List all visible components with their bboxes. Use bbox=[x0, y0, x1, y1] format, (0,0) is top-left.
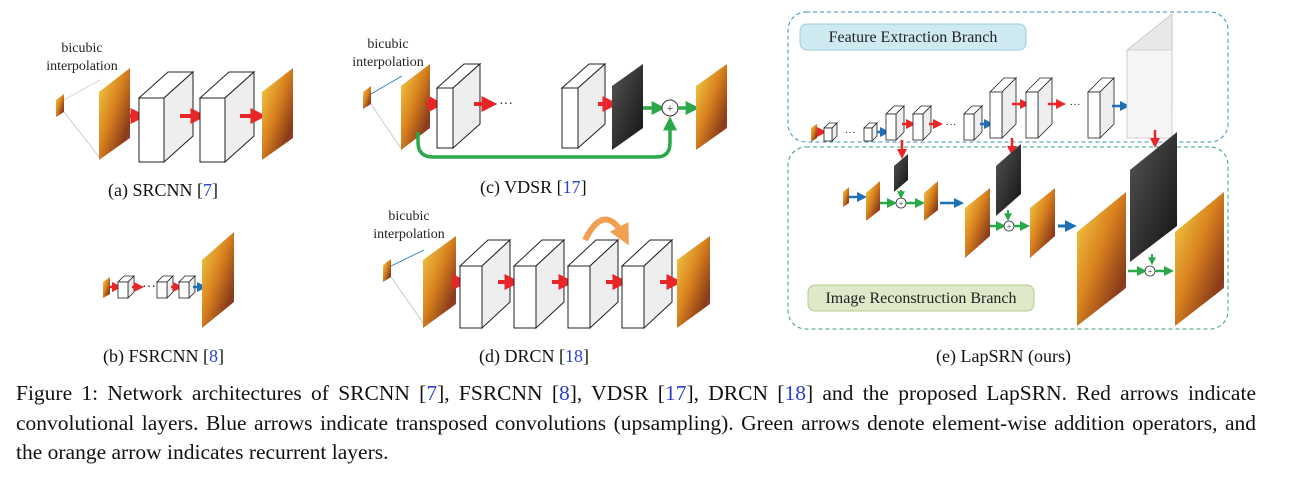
conv-block bbox=[963, 105, 983, 141]
conv-block bbox=[1087, 77, 1115, 139]
conv-block bbox=[1025, 77, 1053, 139]
panel-e-lapsrn: Feature Extraction Branch Image Reconstr… bbox=[787, 11, 1229, 367]
small-conv-block bbox=[117, 275, 135, 299]
lr-input-image bbox=[811, 124, 817, 142]
hr-output-image bbox=[677, 236, 710, 328]
output-8x bbox=[1175, 192, 1224, 326]
upsampled-image-4x bbox=[965, 188, 990, 258]
conv-block bbox=[512, 238, 566, 330]
feature-branch-label-box bbox=[799, 23, 1027, 51]
conv-block bbox=[566, 238, 620, 330]
ellipsis: ··· bbox=[946, 119, 957, 131]
panel-c-vdsr: bicubic interpolation ··· + (c) VDSR [17… bbox=[352, 37, 727, 198]
upsampled-image-2x bbox=[866, 181, 880, 221]
bicubic-label: bicubic bbox=[61, 41, 102, 56]
ref-link-8[interactable]: 8 bbox=[559, 381, 570, 405]
interpolation-label: interpolation bbox=[46, 59, 118, 74]
upsampled-image bbox=[423, 236, 456, 328]
conv-block bbox=[560, 62, 607, 150]
conv-block bbox=[912, 105, 932, 141]
lr-input-image bbox=[103, 277, 110, 298]
ellipsis: ··· bbox=[845, 127, 856, 139]
hr-output-image bbox=[202, 232, 234, 328]
interpolation-label: interpolation bbox=[373, 227, 445, 242]
svg-text:+: + bbox=[1007, 222, 1012, 231]
lr-input-image bbox=[843, 187, 849, 207]
panel-a-srcnn: bicubic interpolation (a) SRCNN [7] bbox=[46, 41, 293, 201]
ellipsis: ··· bbox=[1070, 99, 1081, 111]
hr-output-image bbox=[696, 64, 727, 150]
bicubic-label: bicubic bbox=[367, 37, 408, 52]
residual-8x bbox=[1130, 132, 1177, 262]
conv-block bbox=[198, 70, 256, 164]
ellipsis: ··· bbox=[499, 97, 513, 112]
residual-4x bbox=[996, 144, 1021, 216]
upsampled-image bbox=[99, 68, 130, 160]
panel-c-label: (c) VDSR [17] bbox=[480, 177, 587, 198]
conv-block bbox=[137, 70, 195, 164]
ref-link-18[interactable]: 18 bbox=[784, 381, 806, 405]
small-conv-block bbox=[156, 275, 174, 299]
conv-block bbox=[435, 62, 482, 150]
skip-connection bbox=[416, 116, 677, 159]
feature-branch-label: Feature Extraction Branch bbox=[829, 29, 998, 46]
image-reconstruction-branch bbox=[787, 146, 1229, 330]
panel-b-fsrcnn: ··· (b) FSRCNN [8] bbox=[103, 232, 234, 367]
conv-block bbox=[885, 105, 905, 141]
upsampled-image-8x bbox=[1077, 192, 1126, 326]
interpolation-label: interpolation bbox=[352, 55, 424, 70]
ref-link-17[interactable]: 17 bbox=[664, 381, 687, 405]
output-4x bbox=[1030, 188, 1055, 258]
conv-block bbox=[620, 238, 674, 330]
small-conv-block bbox=[178, 275, 196, 299]
feature-extraction-branch bbox=[787, 11, 1229, 143]
lr-input-image bbox=[56, 94, 64, 117]
conv-block bbox=[989, 77, 1017, 139]
ellipsis: ··· bbox=[142, 280, 156, 295]
svg-text:+: + bbox=[1148, 267, 1153, 276]
residual-image bbox=[612, 64, 643, 150]
ref-link-7[interactable]: 7 bbox=[426, 381, 438, 405]
output-2x bbox=[924, 181, 938, 221]
residual-2x bbox=[894, 154, 908, 192]
small-conv-block bbox=[863, 122, 878, 142]
hr-output-image bbox=[262, 68, 293, 160]
svg-text:+: + bbox=[667, 101, 674, 115]
recon-branch-label: Image Reconstruction Branch bbox=[825, 290, 1016, 307]
conv-block bbox=[458, 238, 512, 330]
upsampled-image bbox=[401, 64, 430, 150]
panel-e-label: (e) LapSRN (ours) bbox=[936, 346, 1071, 367]
small-conv-block bbox=[823, 122, 838, 142]
large-conv-block bbox=[1126, 13, 1173, 139]
bicubic-label: bicubic bbox=[388, 209, 429, 224]
recon-branch-label-box bbox=[807, 284, 1035, 312]
svg-text:+: + bbox=[899, 199, 904, 208]
figure-caption: Figure 1: Network architectures of SRCNN… bbox=[16, 381, 1256, 464]
panel-d-drcn: bicubic interpolation bbox=[373, 209, 710, 367]
panel-b-label: (b) FSRCNN [8] bbox=[103, 346, 224, 367]
lr-input-image bbox=[383, 259, 391, 282]
panel-d-label: (d) DRCN [18] bbox=[479, 346, 589, 367]
lr-input-image bbox=[363, 86, 371, 109]
panel-a-label: (a) SRCNN [7] bbox=[108, 180, 218, 201]
recurrent-arrow bbox=[582, 216, 629, 246]
